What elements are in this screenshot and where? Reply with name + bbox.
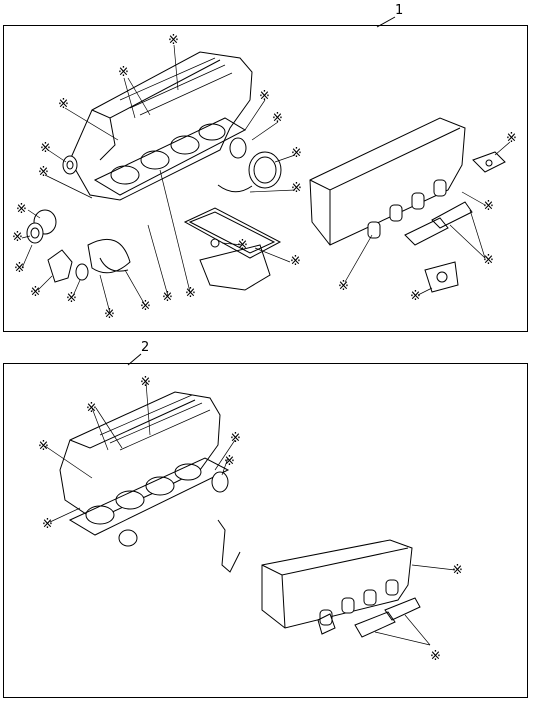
asterisk-marker: ※ (30, 285, 41, 300)
leader-lines-panel-2 (44, 381, 456, 646)
asterisk-marker: ※ (38, 165, 49, 180)
callout-number-1: 1 (395, 3, 404, 18)
callout-1-leader (376, 16, 396, 28)
asterisk-marker: ※ (14, 261, 25, 276)
asterisk-marker: ※ (259, 89, 270, 104)
asterisk-marker: ※ (506, 131, 517, 146)
asterisk-marker: ※ (224, 454, 235, 469)
asterisk-marker: ※ (483, 199, 494, 214)
callout-number-2: 2 (141, 340, 150, 355)
asterisk-marker: ※ (162, 290, 173, 305)
asterisk-marker: ※ (290, 254, 301, 269)
cylinder-block-drawing-1 (26, 51, 282, 291)
asterisk-marker: ※ (42, 517, 53, 532)
cylinder-block-drawing-2 (59, 391, 241, 573)
asterisk-marker: ※ (12, 230, 23, 245)
asterisk-marker: ※ (168, 33, 179, 48)
asterisk-marker: ※ (86, 401, 97, 416)
asterisk-marker: ※ (237, 238, 248, 253)
asterisk-marker: ※ (185, 286, 196, 301)
asterisk-marker: ※ (272, 111, 283, 126)
cylinder-head-drawing-1 (309, 117, 506, 293)
asterisk-marker: ※ (140, 375, 151, 390)
asterisk-marker: ※ (16, 202, 27, 217)
asterisk-marker: ※ (58, 97, 69, 112)
asterisk-marker: ※ (66, 291, 77, 306)
asterisk-marker: ※ (291, 146, 302, 161)
leader-lines-panel-1 (21, 44, 511, 314)
asterisk-marker: ※ (118, 65, 129, 80)
asterisk-marker: ※ (291, 181, 302, 196)
asterisk-marker: ※ (104, 307, 115, 322)
asterisk-marker: ※ (483, 253, 494, 268)
asterisk-marker: ※ (140, 299, 151, 314)
asterisk-marker: ※ (338, 279, 349, 294)
asterisk-marker: ※ (230, 431, 241, 446)
asterisk-marker: ※ (38, 439, 49, 454)
asterisk-marker: ※ (410, 289, 421, 304)
kit-2-panel (3, 363, 528, 698)
asterisk-marker: ※ (430, 649, 441, 664)
callout-2-leader (127, 353, 142, 366)
asterisk-marker: ※ (40, 141, 51, 156)
asterisk-marker: ※ (452, 563, 463, 578)
asterisk-markers: ※ ※ ※ ※ ※ ※ ※ ※ ※ ※ ※ ※ ※ ※ ※ ※ ※ ※ ※ ※ … (12, 33, 517, 664)
cylinder-head-drawing-2 (261, 539, 421, 638)
